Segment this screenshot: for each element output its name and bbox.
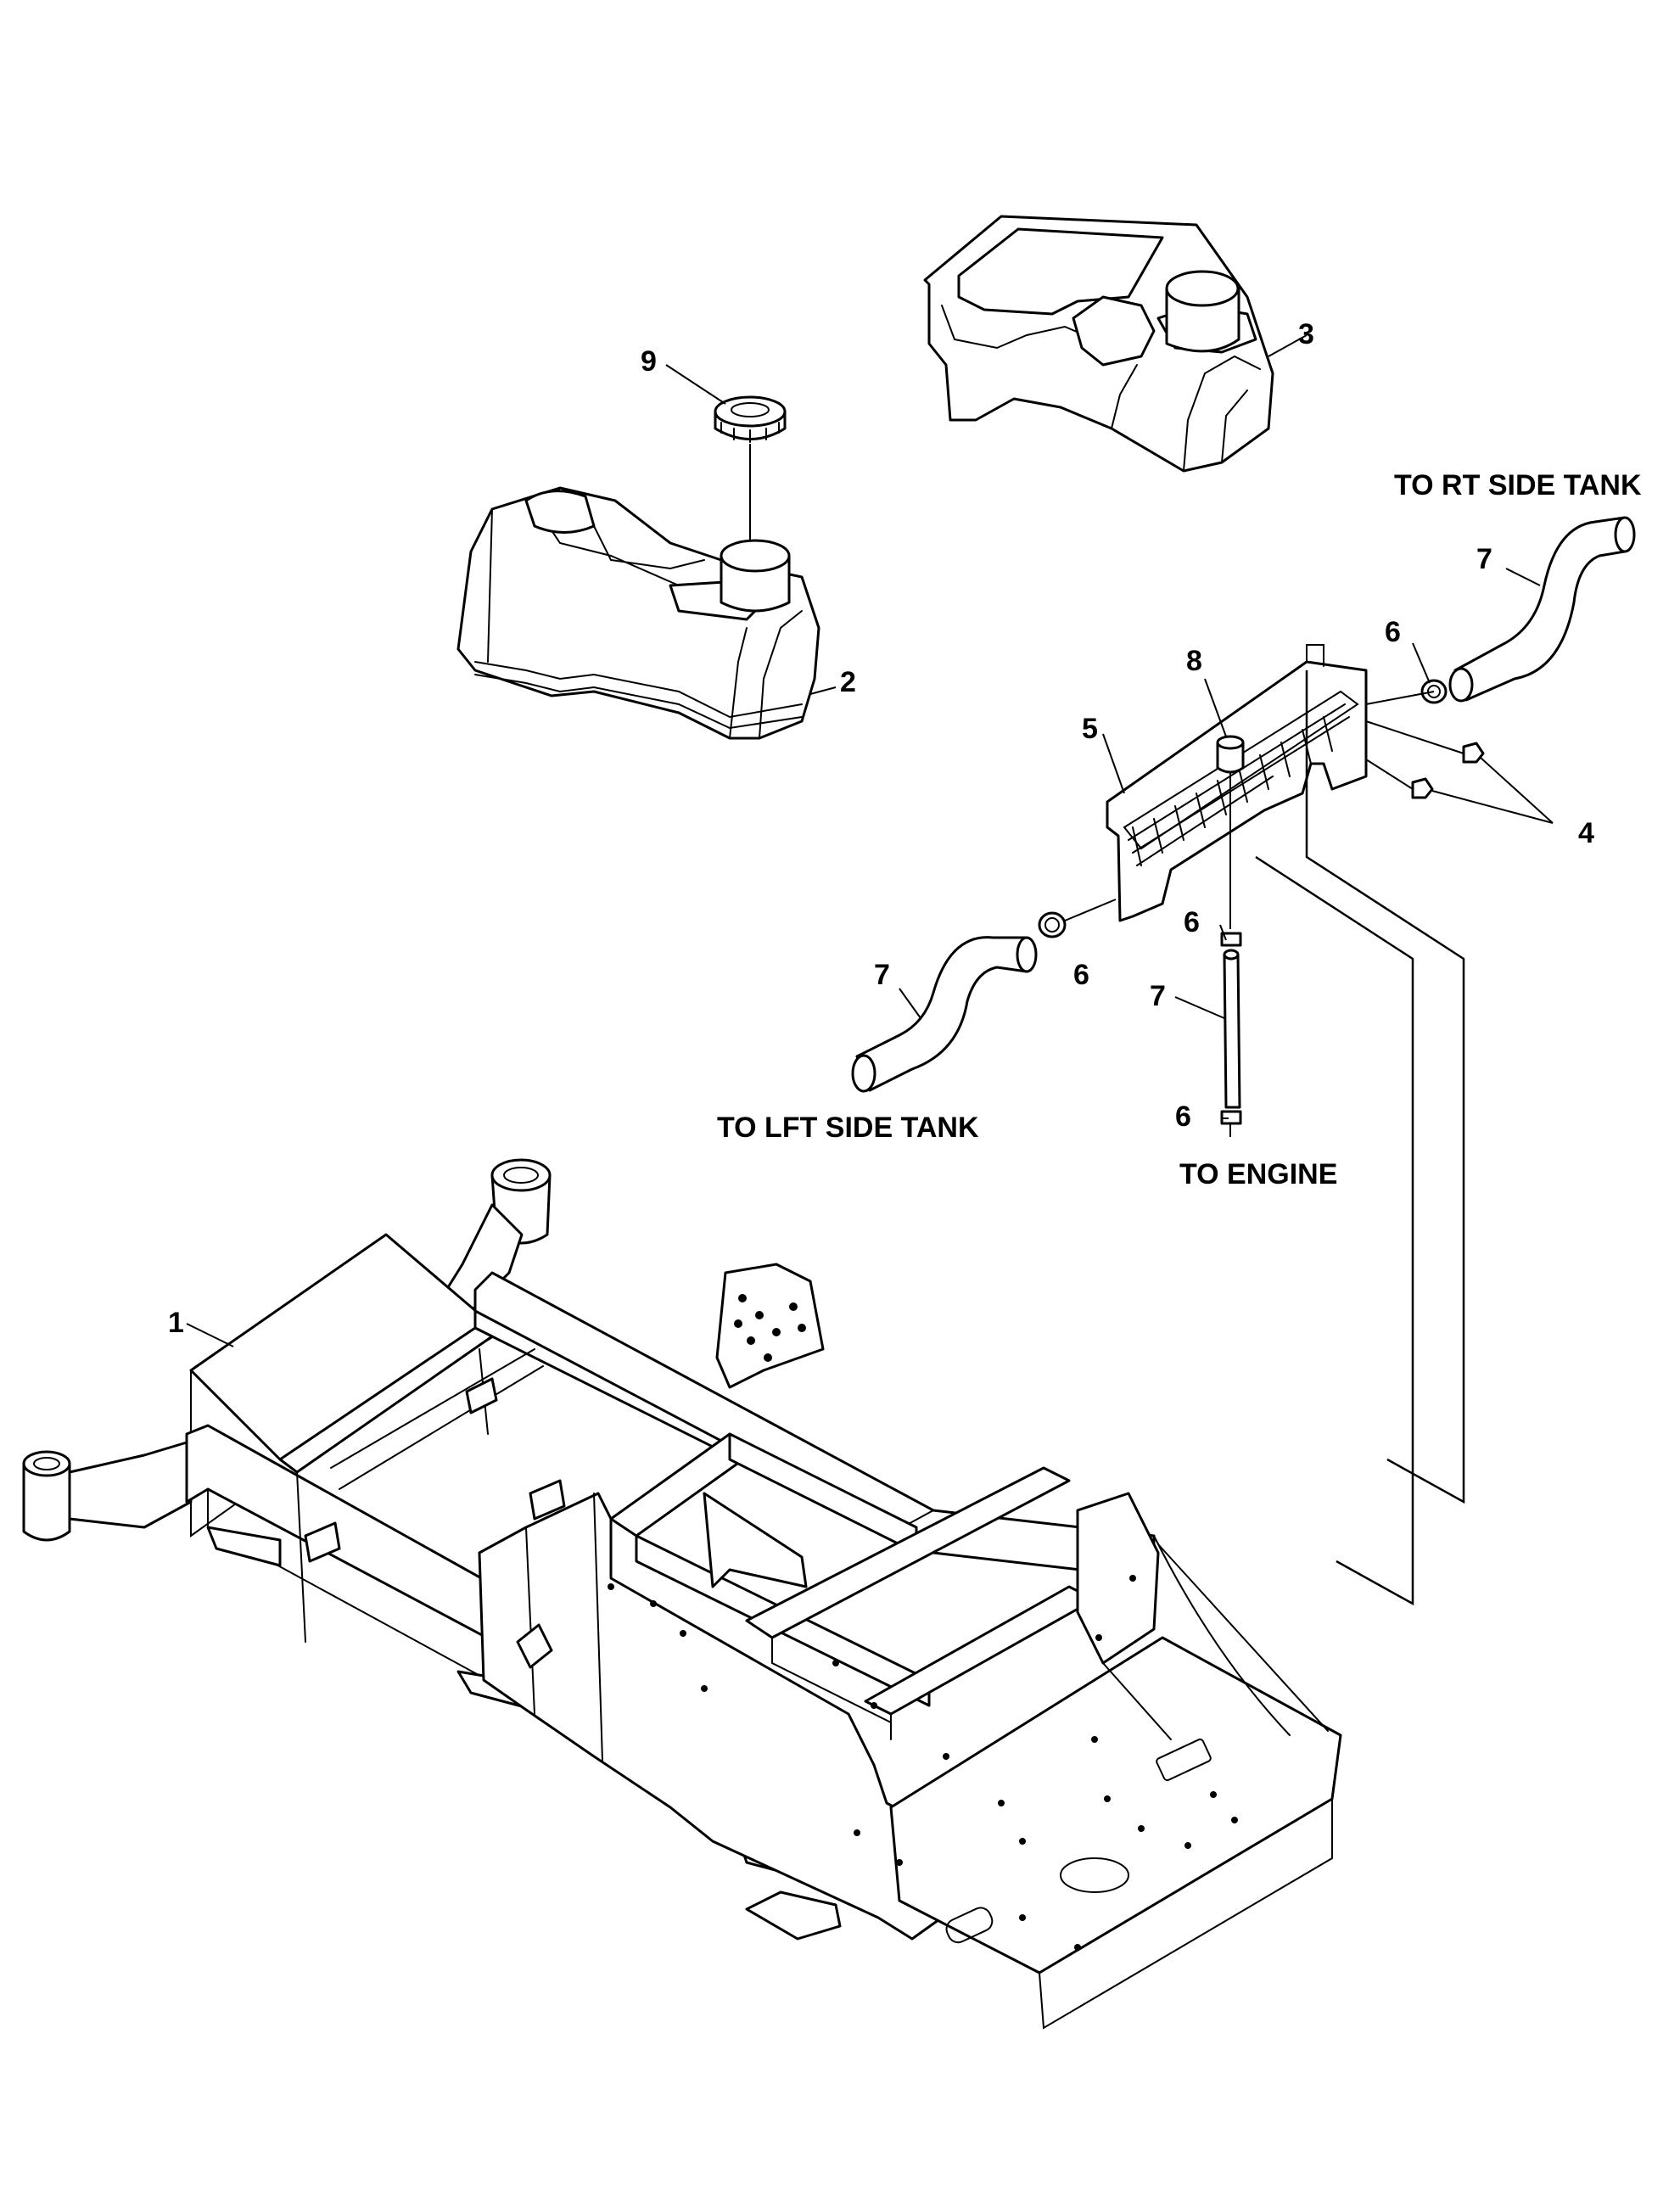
- fuel-cap: [714, 395, 787, 543]
- fuel-line-routing: [1255, 670, 1465, 1606]
- callout-3: 3: [1298, 318, 1314, 350]
- callout-6a: 6: [1385, 616, 1401, 648]
- callout-8: 8: [1186, 645, 1202, 677]
- callout-2: 2: [840, 666, 856, 698]
- callout-6d: 6: [1175, 1101, 1191, 1133]
- screws: [1365, 720, 1485, 799]
- left-fuel-tank: [456, 486, 820, 740]
- fuel-bracket-plate: [1106, 644, 1368, 922]
- callouts: 1 2 3 4 5 6 6 6 6 7 7 7 8 9: [168, 318, 1594, 1339]
- leader-lines: [186, 334, 1554, 1347]
- right-fuel-tank: [923, 215, 1274, 473]
- callout-5: 5: [1082, 713, 1098, 745]
- label-to-rt-side-tank: TO RT SIDE TANK: [1394, 469, 1642, 501]
- callout-7c: 7: [1150, 980, 1166, 1012]
- callout-6b: 6: [1073, 959, 1089, 991]
- mower-frame: [22, 1158, 1342, 2030]
- hoses-and-clamps: [851, 516, 1636, 1137]
- callout-7b: 7: [874, 959, 890, 991]
- callout-1: 1: [168, 1307, 184, 1339]
- callout-4: 4: [1578, 817, 1594, 849]
- label-to-engine: TO ENGINE: [1179, 1158, 1337, 1190]
- label-to-lft-side-tank: TO LFT SIDE TANK: [717, 1112, 979, 1144]
- callout-6c: 6: [1184, 906, 1200, 938]
- callout-9: 9: [641, 345, 657, 378]
- routing-labels: TO RT SIDE TANK TO LFT SIDE TANK TO ENGI…: [717, 469, 1642, 1190]
- callout-7a: 7: [1476, 543, 1492, 575]
